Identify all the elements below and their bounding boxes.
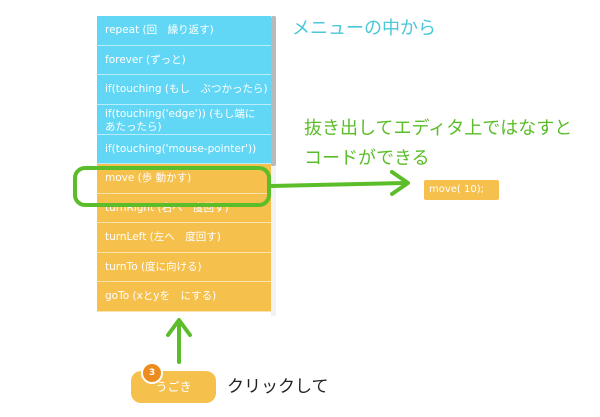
drag-note-line-1: 抜き出してエディタ上ではなすと: [304, 118, 573, 139]
menu-item-go-to[interactable]: goTo (xとyを にする): [97, 282, 271, 312]
menu-item-turn-to[interactable]: turnTo (度に向ける): [97, 252, 271, 282]
menu-item-if-touching-mouse-pointer[interactable]: if(touching('mouse-pointer')): [97, 134, 271, 164]
menu-item-if-touching[interactable]: if(touching (もし ぶつかったら): [97, 75, 271, 105]
click-note: クリックして: [227, 377, 329, 397]
move-highlight-frame: [73, 166, 271, 207]
drag-arrow-icon: [269, 181, 407, 188]
menu-scrollbar-track[interactable]: [271, 16, 276, 316]
block-menu: repeat (回 繰り返す) forever (ずっと) if(touchin…: [97, 16, 271, 316]
category-badge: 3: [141, 362, 163, 384]
click-arrow-head-icon: [166, 318, 192, 337]
code-block-move[interactable]: move( 10);: [424, 180, 499, 200]
menu-item-if-touching-edge[interactable]: if(touching('edge')) (もし端にあたったら): [97, 104, 271, 135]
menu-item-turn-left[interactable]: turnLeft (左へ 度回す): [97, 223, 271, 253]
menu-item-repeat[interactable]: repeat (回 繰り返す): [97, 16, 271, 46]
menu-note: メニューの中から: [292, 18, 436, 39]
menu-scrollbar-thumb[interactable]: [271, 16, 276, 166]
menu-item-turn-right[interactable]: turnRight (右へ 度回す): [97, 193, 271, 223]
drag-arrow-head-icon: [390, 170, 410, 196]
menu-item-forever[interactable]: forever (ずっと): [97, 45, 271, 75]
drag-note-line-2: コードができる: [304, 148, 430, 169]
